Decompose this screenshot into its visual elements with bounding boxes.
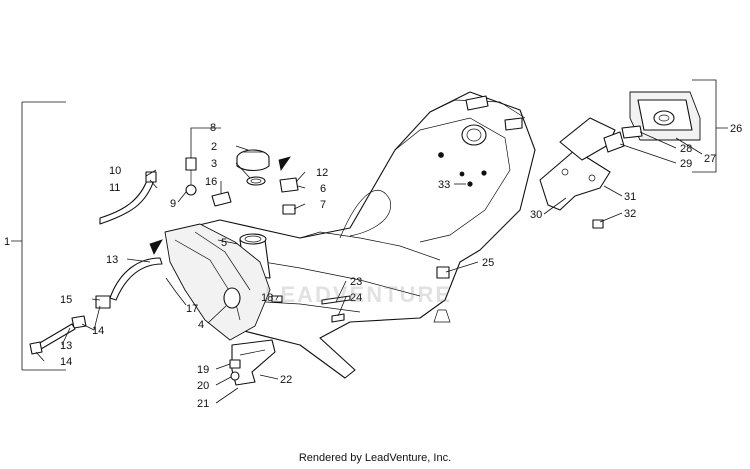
callout-19: 19 [197, 364, 209, 376]
callout-31: 31 [624, 191, 636, 203]
callout-11: 11 [109, 182, 120, 194]
callout-14-lower: 14 [60, 356, 72, 368]
callout-23: 23 [350, 276, 362, 288]
callout-25: 25 [482, 257, 494, 269]
fuel-fitting [279, 177, 299, 215]
leader-lines [11, 79, 728, 404]
callout-13-lower: 13 [60, 340, 72, 352]
callout-2: 2 [211, 141, 217, 153]
callout-33: 33 [438, 179, 450, 191]
vent-hose [99, 177, 155, 225]
callout-17: 17 [186, 303, 198, 315]
callout-3: 3 [211, 158, 217, 170]
vent-valve [185, 157, 197, 196]
taillight-bracket [539, 117, 616, 229]
callout-15: 15 [60, 294, 72, 306]
grommet [211, 191, 232, 207]
callout-10: 10 [109, 165, 121, 177]
callout-13-upper: 13 [106, 254, 118, 266]
callout-26: 26 [730, 123, 742, 135]
callout-29: 29 [680, 158, 692, 170]
callout-6: 6 [320, 183, 326, 195]
callout-21: 21 [197, 398, 209, 410]
callout-18: 18 [261, 292, 273, 304]
watermark: LEADVENTURE [265, 282, 453, 307]
render-credit: Rendered by LeadVenture, Inc. [298, 452, 452, 464]
callout-27: 27 [704, 153, 716, 165]
warning-marker-left [149, 239, 163, 255]
callout-9: 9 [170, 198, 176, 210]
callout-5: 5 [221, 237, 227, 249]
callout-12: 12 [316, 167, 328, 179]
callout-24: 24 [350, 292, 362, 304]
callout-labels: 1 2 3 4 5 6 7 8 9 10 11 12 13 13 14 14 1… [4, 122, 742, 410]
callout-30: 30 [530, 209, 542, 221]
callout-14-upper: 14 [92, 325, 104, 337]
callout-8: 8 [210, 122, 216, 134]
callout-7: 7 [320, 199, 326, 211]
taillight-assembly [603, 91, 701, 153]
callout-22: 22 [280, 374, 292, 386]
callout-4: 4 [198, 319, 204, 331]
callout-1: 1 [4, 236, 10, 248]
callout-28: 28 [680, 143, 692, 155]
fuel-tank-reservoir [164, 223, 271, 341]
fasteners [229, 295, 351, 381]
fuel-line-assembly [29, 257, 163, 355]
fuel-cap [236, 149, 270, 172]
warning-marker-right [278, 156, 291, 172]
callout-32: 32 [624, 208, 636, 220]
callout-20: 20 [197, 380, 209, 392]
grommet-25 [436, 266, 450, 279]
callout-16: 16 [205, 176, 217, 188]
cap-gasket [246, 176, 266, 186]
